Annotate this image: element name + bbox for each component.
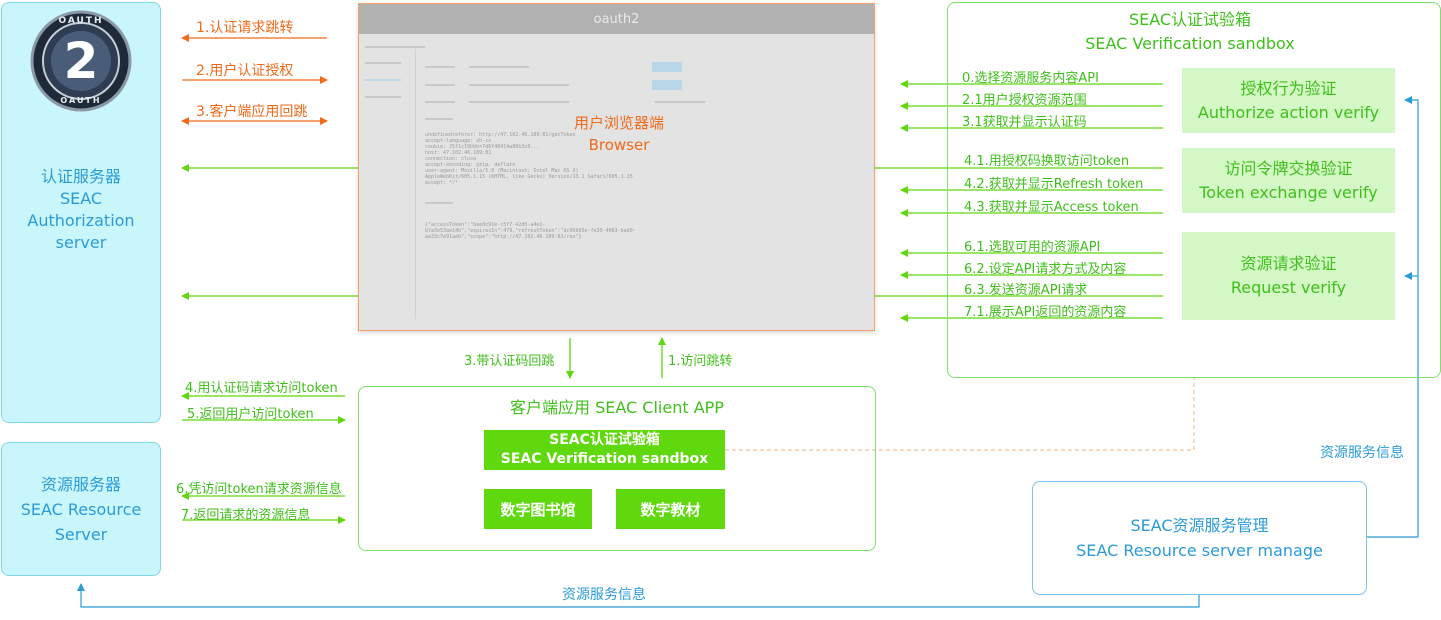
resource-manage-en: SEAC Resource server manage [1076,541,1323,560]
browser-label: 用户浏览器端 Browser [539,112,699,156]
orange-flow-3-label: 3.客户端应用回跳 [196,104,308,120]
resource-info-right-label: 资源服务信息 [1320,445,1404,461]
fake-divider [415,49,416,319]
fake-button [652,80,682,90]
client-auth-flow-4-label: 4.用认证码请求访问token [185,381,338,396]
step-7-1-label: 7.1.展示API返回的资源内容 [964,305,1127,320]
token-exchange-verify-en: Token exchange verify [1199,182,1378,202]
resource-manage-box: SEAC资源服务管理 SEAC Resource server manage [1032,481,1367,595]
step-4-1-label: 4.1.用授权码换取访问token [964,154,1130,169]
sandbox-panel-title-en: SEAC Verification sandbox [1085,34,1295,53]
browser-window-title: oauth2 [359,4,874,34]
digital-textbook-label: 数字教材 [640,500,701,519]
step-6-3-label: 6.3.发送资源API请求 [964,283,1088,298]
orange-flow-1-label: 1.认证请求跳转 [196,20,294,36]
fake-side-item [365,62,401,64]
client-sandbox-button[interactable]: SEAC认证试验箱 SEAC Verification sandbox [484,430,725,470]
oauth-logo-graphic [30,10,132,112]
fake-side-item [365,96,401,98]
browser-screenshot: oauth2 undefinedreferer: http://47.102.4… [358,3,875,331]
token-exchange-verify-section[interactable]: 访问令牌交换验证 Token exchange verify [1182,148,1395,213]
fake-field [469,66,529,68]
fake-field [425,66,455,68]
oauth-logo-number: 2 [63,32,99,90]
digital-library-label: 数字图书馆 [500,500,576,519]
client-app-box [358,386,876,551]
auth-server-label: 认证服务器 SEAC Authorization server [1,166,161,254]
oauth-logo: OAUTH 2 OAUTH [30,10,132,112]
resource-info-bottom-label: 资源服务信息 [562,587,646,603]
resource-server-box: 资源服务器 SEAC Resource Server [1,442,161,576]
token-exchange-verify-cn: 访问令牌交换验证 [1224,158,1353,178]
resource-info-bottom-line [77,583,1200,608]
sandbox-panel-title: SEAC认证试验箱 SEAC Verification sandbox [1040,8,1340,56]
resource-info-right-line [1367,96,1419,538]
fake-field [469,84,569,86]
digital-textbook-button[interactable]: 数字教材 [616,489,725,529]
client-app-title: 客户端应用 SEAC Client APP [510,398,724,417]
fake-field [425,101,455,103]
fake-button [652,62,682,72]
step-6-2-label: 6.2.设定API请求方式及内容 [964,262,1127,277]
auth-server-title-en1: SEAC [59,189,103,208]
client-sandbox-cn: SEAC认证试验箱 [549,432,660,448]
step-4-2-label: 4.2.获取并显示Refresh token [964,177,1144,192]
redirect-label: 1.访问跳转 [668,354,733,369]
fake-section-title [425,202,453,204]
step-6-1-label: 6.1.选取可用的资源API [964,240,1101,255]
orange-flow-2-label: 2.用户认证授权 [196,63,294,79]
request-verify-cn: 资源请求验证 [1240,254,1337,273]
request-verify-en: Request verify [1230,278,1347,297]
digital-library-button[interactable]: 数字图书馆 [484,489,592,529]
resource-server-title-en2: Server [54,524,108,544]
fake-section-title [425,118,453,120]
step-4-3-label: 4.3.获取并显示Access token [964,200,1139,215]
authorize-verify-cn: 授权行为验证 [1240,78,1337,98]
browser-label-cn: 用户浏览器端 [573,114,664,132]
callback-label: 3.带认证码回跳 [464,354,555,369]
fake-breadcrumb [365,46,425,48]
auth-server-title-cn: 认证服务器 [40,167,121,186]
resource-server-title-en1: SEAC Resource [20,499,142,519]
browser-label-en: Browser [588,136,650,154]
request-verify-section[interactable]: 资源请求验证 Request verify [1182,232,1395,320]
fake-field [425,84,455,86]
resource-manage-cn: SEAC资源服务管理 [1130,516,1269,535]
sandbox-dashed-link [725,378,1195,451]
authorize-verify-en: Authorize action verify [1197,102,1380,122]
fake-field [655,101,705,103]
authorize-verify-section[interactable]: 授权行为验证 Authorize action verify [1182,68,1395,133]
oauth-logo-top-text: OAUTH [58,16,104,26]
auth-server-title-en2: Authorization [27,211,135,230]
step-2-1-label: 2.1用户授权资源范围 [962,93,1087,108]
fake-response-json: {"accessToken":"bae0c91e-c5f7-42d5-a4e1-… [425,222,636,240]
auth-server-title-en3: server [55,233,107,252]
step-3-1-label: 3.1获取并显示认证码 [962,115,1087,130]
fake-side-item [365,79,401,81]
client-resource-flow-7-label: 7.返回请求的资源信息 [181,508,311,523]
step-0-label: 0.选择资源服务内容API [962,71,1099,86]
fake-request-headers: undefinedreferer: http://47.102.46.189:8… [425,132,633,186]
oauth-logo-bottom-text: OAUTH [60,96,102,105]
client-auth-flow-5-label: 5.返回用户访问token [187,407,314,422]
client-sandbox-en: SEAC Verification sandbox [500,451,709,467]
fake-field [469,101,569,103]
resource-server-title-cn: 资源服务器 [40,474,121,494]
client-resource-flow-6-label: 6.凭访问token请求资源信息 [176,482,342,497]
sandbox-panel-title-cn: SEAC认证试验箱 [1128,10,1252,29]
